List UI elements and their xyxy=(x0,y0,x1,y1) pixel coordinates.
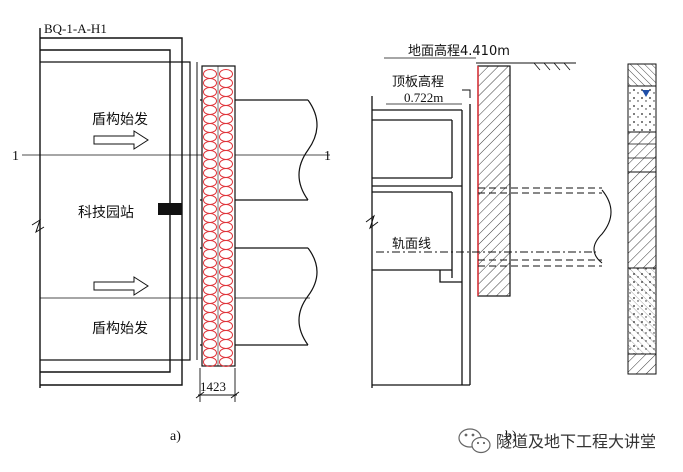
station-marker xyxy=(158,203,182,215)
break-mark-b xyxy=(365,214,379,230)
ground-surface xyxy=(476,62,576,71)
geology-column xyxy=(627,63,657,375)
reinforcement-band xyxy=(201,65,236,367)
tunnel-profile-end xyxy=(593,189,612,264)
launch-arrow-bottom-icon xyxy=(93,276,149,296)
station-label: 科技园站 xyxy=(78,205,134,221)
watermark: 隧道及地下工程大讲堂 xyxy=(458,428,656,454)
caption-a: a) xyxy=(170,429,181,444)
roof-elevation-value: 0.722m xyxy=(404,90,443,105)
break-mark xyxy=(31,218,45,234)
ground-elevation-label: 地面高程4.410m xyxy=(408,43,510,59)
reinforcement-coil xyxy=(203,357,217,367)
tunnel-profile-dashed xyxy=(478,187,602,267)
roof-elevation-label: 顶板高程 xyxy=(392,74,444,90)
code-label: BQ-1-A-H1 xyxy=(44,21,107,36)
wechat-icon xyxy=(458,428,491,454)
panel-a: BQ-1-A-H1 1 1 盾构始发 盾构始发 科技园站 xyxy=(12,21,331,444)
roof-elevation-marker xyxy=(462,89,471,98)
section-mark-left: 1 xyxy=(12,149,19,164)
width-dimension-label: 1423 xyxy=(200,379,226,394)
section-mark-right: 1 xyxy=(324,149,331,164)
diaphragm-wall xyxy=(477,65,511,297)
rail-line-label: 轨面线 xyxy=(392,237,431,252)
station-structure xyxy=(371,96,471,388)
watermark-text: 隧道及地下工程大讲堂 xyxy=(496,432,656,451)
reinforcement-coils xyxy=(203,69,233,367)
reinforcement-coil xyxy=(219,357,233,367)
launch-arrow-top-icon xyxy=(93,130,149,150)
water-table-icon xyxy=(642,90,650,97)
launch-label-bottom: 盾构始发 xyxy=(92,321,148,337)
panel-b: 地面高程4.410m 顶板高程 0.722m xyxy=(365,43,657,444)
caption-b: b) xyxy=(505,429,517,444)
launch-label-top: 盾构始发 xyxy=(92,112,148,128)
width-dimension-line xyxy=(195,368,240,402)
